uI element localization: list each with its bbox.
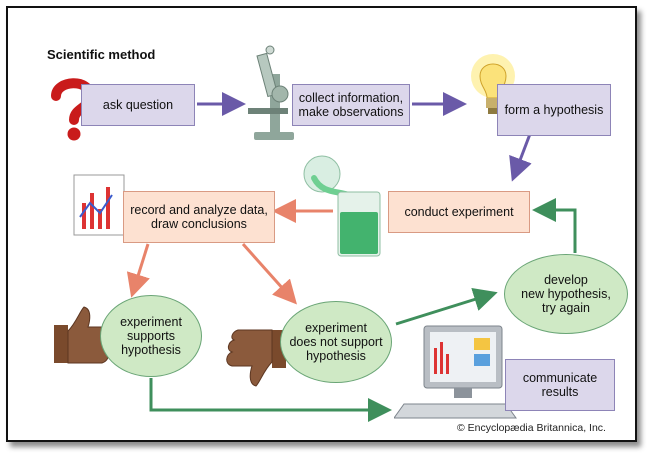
conduct-experiment-box: conduct experiment (388, 191, 530, 233)
develop-new-hypothesis-oval: develop new hypothesis, try again (504, 254, 628, 334)
connector-layer (126, 92, 577, 422)
computer-icon (394, 325, 517, 419)
arrow-supports-to-communicate (149, 378, 392, 422)
form-hypothesis-box: form a hypothesis (497, 84, 611, 136)
arrow-record-to-not-support (241, 243, 297, 305)
supports-hypothesis-oval: experiment supports hypothesis (100, 295, 202, 377)
arrow-hypothesis-to-experiment (509, 133, 532, 182)
not-support-hypothesis-oval: experiment does not support hypothesis (280, 301, 392, 383)
record-analyze-box: record and analyze data, draw conclusion… (123, 191, 275, 243)
microscope-icon (248, 45, 294, 140)
arrow-record-to-supports (126, 243, 150, 298)
diagram-title: Scientific method (47, 47, 156, 62)
arrow-develop-to-experiment (532, 198, 577, 253)
copyright-notice: © Encyclopædia Britannica, Inc. (457, 422, 606, 434)
arrow-not-support-to-develop (395, 287, 498, 326)
ask-question-box: ask question (81, 84, 195, 126)
collect-information-box: collect information, make observations (292, 84, 410, 126)
diagram-frame: Scientific method ask question collect i… (6, 6, 637, 442)
beaker-flask-icon (303, 155, 381, 257)
communicate-results-box: communicate results (505, 359, 615, 411)
